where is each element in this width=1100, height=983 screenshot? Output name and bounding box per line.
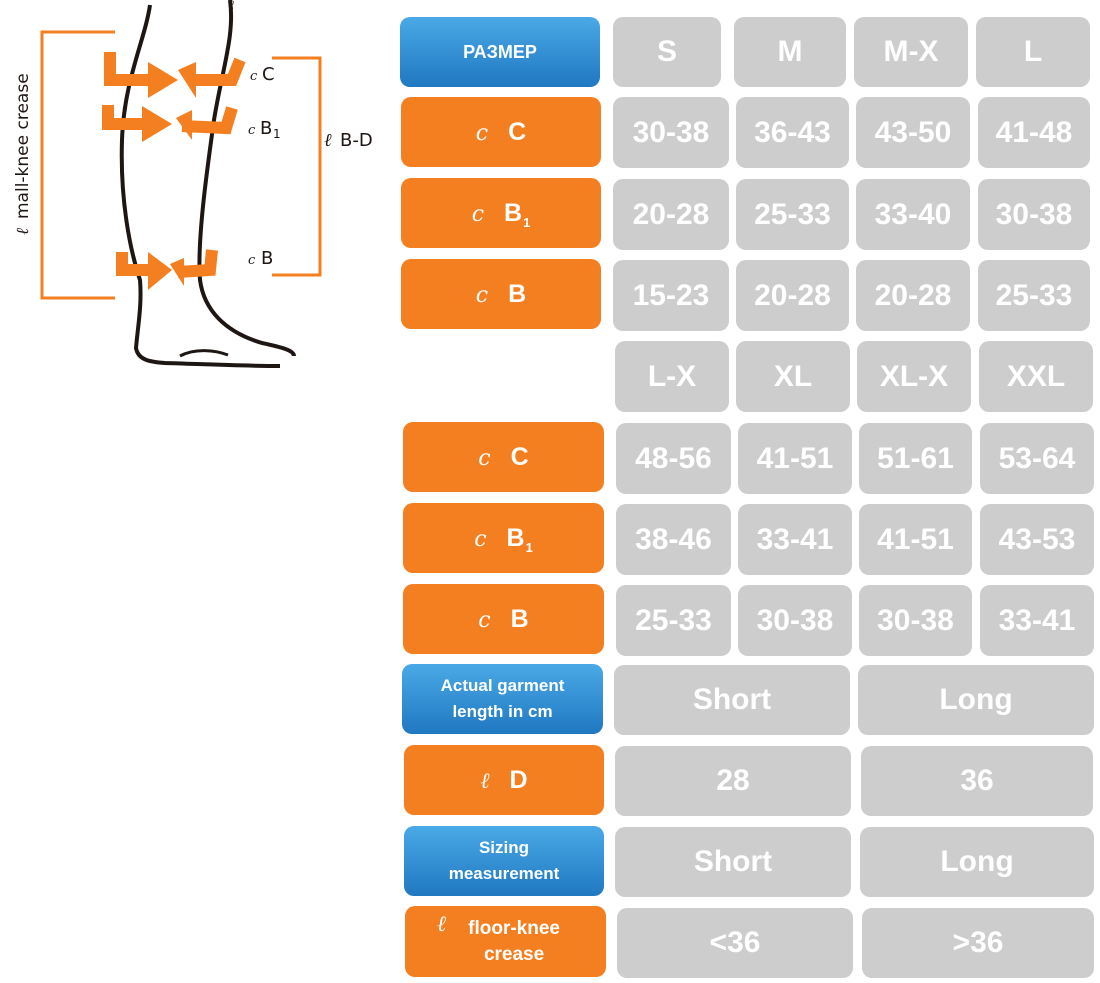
floor-knee-label: ℓ floor-knee crease	[405, 906, 606, 977]
measure-b-label: B	[261, 248, 273, 269]
cell2-b-xxl: 33-41	[980, 585, 1094, 656]
measure-b1-arrows	[102, 105, 238, 142]
sizing-label: Sizing measurement	[404, 826, 604, 896]
mall-knee-label: mall-knee crease	[13, 73, 33, 219]
size-xl: XL	[736, 341, 850, 412]
circumference-symbol: c	[475, 120, 489, 146]
leg-back-outline	[119, 4, 281, 368]
row2-b1-text: B	[506, 523, 525, 552]
mall-knee-symbol: ℓ	[13, 228, 33, 235]
cell-b1-mx: 33-40	[856, 179, 970, 250]
leg-diagram: ℓ c C c B 1 c B ℓ B-D ℓ mall-knee crease	[13, 0, 373, 368]
row-c-text: C	[508, 117, 527, 146]
size-l: L	[976, 17, 1090, 87]
actual-length-long: Long	[858, 665, 1094, 735]
circumference-symbol: c	[474, 526, 487, 552]
size-lx: L-X	[615, 341, 729, 412]
measure-b1-label: B	[260, 118, 272, 139]
measure-c-symbol: c	[250, 69, 258, 84]
size-xxl: XXL	[979, 341, 1093, 412]
cell2-b1-xlx: 41-51	[859, 504, 972, 575]
measure-c-label: C	[262, 64, 275, 85]
sizing-long: Long	[860, 827, 1094, 897]
measure-b1-symbol: c	[248, 123, 256, 138]
bd-bracket	[272, 56, 322, 277]
size-header: РАЗМЕР	[400, 17, 600, 87]
circumference-symbol: c	[475, 282, 489, 308]
row2-c-text: C	[510, 442, 529, 471]
cell2-b1-xxl: 43-53	[980, 504, 1094, 575]
measure-b1-sub: 1	[273, 127, 281, 141]
cell-b1-m: 25-33	[736, 179, 849, 250]
actual-length-label: Actual garment length in cm	[402, 664, 603, 734]
measure-c-arrows	[104, 52, 246, 98]
cell-b1-l: 30-38	[978, 179, 1090, 250]
size-s: S	[613, 17, 721, 87]
row-b1-sub: 1	[523, 214, 531, 230]
cell2-b1-lx: 38-46	[616, 504, 731, 575]
length-symbol: ℓ	[480, 768, 490, 794]
cell-c-m: 36-43	[736, 97, 849, 168]
cell-c-mx: 43-50	[856, 97, 970, 168]
cell2-c-lx: 48-56	[616, 423, 731, 494]
size-mx: M-X	[854, 17, 968, 87]
circumference-symbol: c	[478, 445, 491, 471]
length-symbol: ℓ	[436, 912, 447, 937]
top-symbol: ℓ	[228, 0, 234, 14]
floor-knee-short: <36	[617, 908, 853, 978]
size-xlx: XL-X	[857, 341, 971, 412]
cell2-b-lx: 25-33	[616, 585, 731, 656]
cell-c-s: 30-38	[613, 97, 729, 168]
bd-symbol: ℓ	[324, 130, 332, 151]
cell2-c-xlx: 51-61	[859, 423, 972, 494]
cell2-b-xl: 30-38	[738, 585, 852, 656]
sizing-short: Short	[615, 827, 851, 897]
cell2-c-xl: 41-51	[738, 423, 852, 494]
cell2-b-xlx: 30-38	[859, 585, 972, 656]
bd-label: B-D	[340, 130, 373, 151]
floor-knee-long: >36	[862, 908, 1094, 978]
actual-length-short: Short	[614, 665, 850, 735]
cell-b-s: 15-23	[613, 260, 729, 331]
cell-b-l: 25-33	[978, 260, 1090, 331]
row-b1-text: B	[504, 198, 523, 227]
cell2-c-xxl: 53-64	[980, 423, 1094, 494]
cell2-b1-xl: 33-41	[738, 504, 852, 575]
mall-knee-bracket	[40, 30, 115, 300]
measure-b-symbol: c	[248, 253, 256, 268]
circumference-symbol: c	[478, 607, 491, 633]
ld-long-value: 36	[861, 746, 1093, 816]
measure-b-arrows	[116, 249, 218, 290]
cell-b1-s: 20-28	[613, 179, 729, 250]
row2-b-text: B	[510, 604, 529, 633]
cell-b-mx: 20-28	[856, 260, 970, 331]
row-b-text: B	[508, 279, 527, 308]
foot-toes-outline	[179, 349, 229, 358]
ld-short-value: 28	[615, 746, 851, 816]
size-m: M	[734, 17, 846, 87]
cell-b-m: 20-28	[736, 260, 849, 331]
floor-knee-text: floor-knee crease	[468, 917, 560, 965]
row2-b1-sub: 1	[525, 539, 533, 555]
circumference-symbol: c	[471, 201, 485, 227]
ld-text: D	[509, 765, 528, 794]
cell-c-l: 41-48	[978, 97, 1090, 168]
leg-front-outline	[197, 0, 296, 357]
